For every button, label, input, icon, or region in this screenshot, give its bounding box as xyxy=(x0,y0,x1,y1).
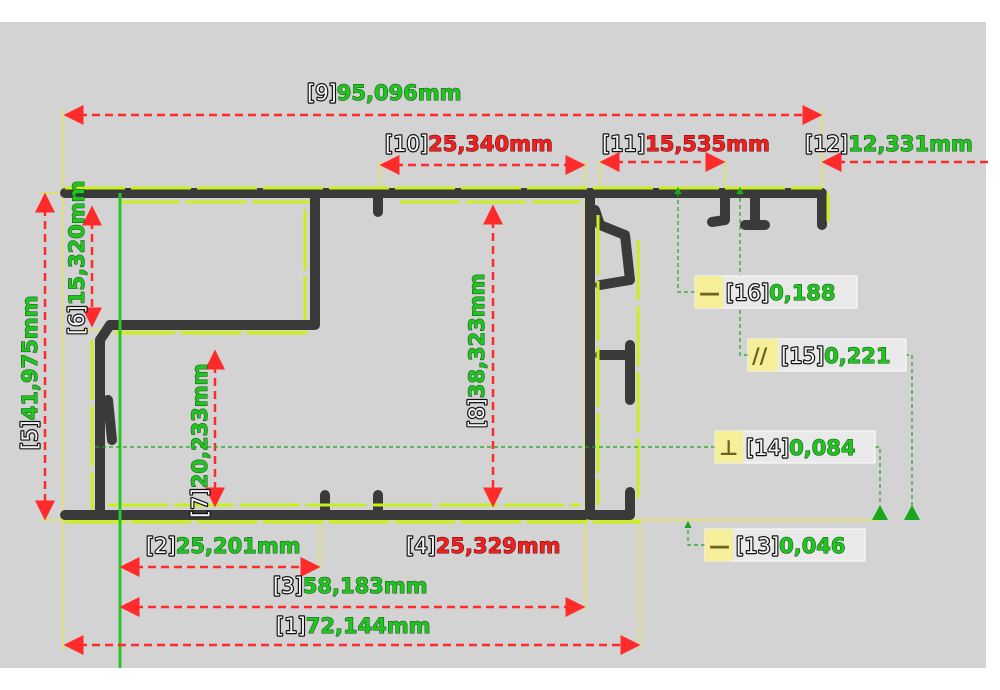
dimension-label-10: [10]25,340mm xyxy=(385,132,553,156)
dimension-label-5: [5]41,975mm xyxy=(18,295,42,450)
datum-triangle-icon xyxy=(904,505,920,520)
svg-text:[15]0,221: [15]0,221 xyxy=(781,344,891,368)
dimension-label-4: [4]25,329mm xyxy=(406,534,561,558)
dimension-label-8: [8]38,323mm xyxy=(465,273,489,428)
dimension-label-6: [6]15,320mm xyxy=(65,180,89,335)
parallelism-icon: // xyxy=(752,344,768,368)
dimension-label-9: [9]95,096mm xyxy=(307,81,462,105)
dimension-label-1: [1]72,144mm xyxy=(276,614,431,638)
aluminium-profile xyxy=(60,186,830,524)
dimension-label-2: [2]25,201mm xyxy=(146,534,301,558)
tolerance-label-14: ⊥ [14]0,084 xyxy=(714,430,876,464)
dimension-lines xyxy=(35,105,990,655)
dimension-label-12: [12]12,331mm xyxy=(805,132,973,156)
tolerance-label-16: — [16]0,188 xyxy=(694,275,858,309)
tolerance-label-13: — [13]0,046 xyxy=(704,528,866,562)
tolerance-label-15: // [15]0,221 xyxy=(747,338,907,372)
dimension-label-11: [11]15,535mm xyxy=(602,132,770,156)
dimension-label-7: [7]20,233mm xyxy=(188,363,212,518)
datum-triangle-icon xyxy=(872,505,888,520)
dimension-label-3: [3]58,183mm xyxy=(273,574,428,598)
straightness-icon: — xyxy=(699,281,720,305)
svg-text:[16]0,188: [16]0,188 xyxy=(726,281,836,305)
svg-text:[14]0,084: [14]0,084 xyxy=(746,436,856,460)
straightness-icon: — xyxy=(709,534,730,558)
svg-text:[13]0,046: [13]0,046 xyxy=(736,534,846,558)
perpendicularity-icon: ⊥ xyxy=(719,436,738,460)
tolerance-leaders xyxy=(95,186,920,546)
